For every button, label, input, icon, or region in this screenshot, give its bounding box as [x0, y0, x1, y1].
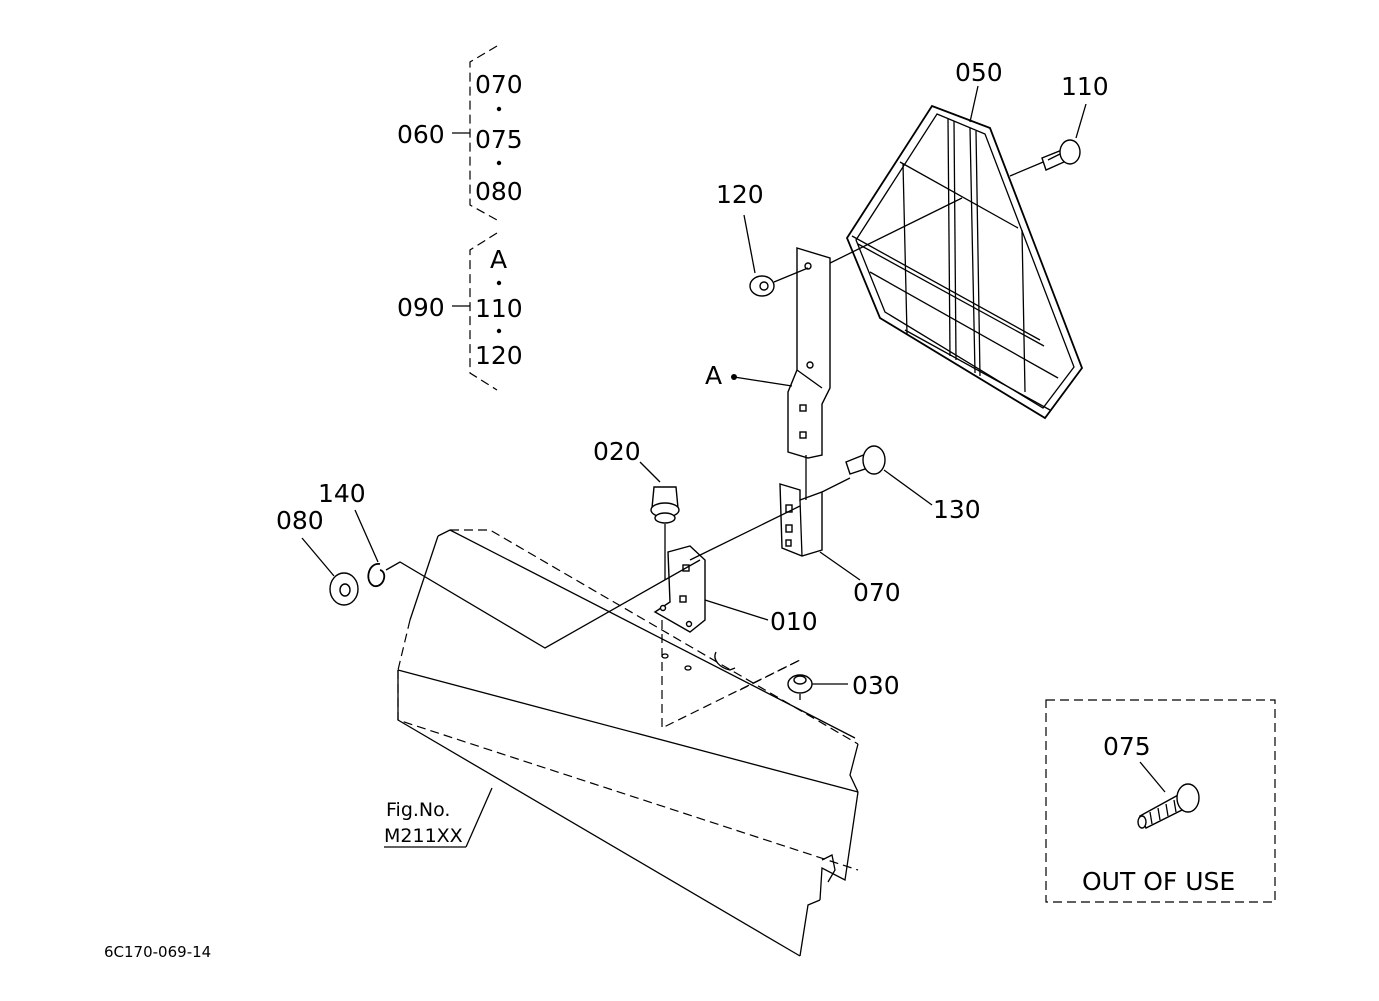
washer-080 — [301, 537, 359, 606]
callout-130: 130 — [933, 495, 981, 524]
callout-A: A — [705, 361, 722, 390]
callout-140: 140 — [318, 479, 366, 508]
separator-dot — [496, 328, 502, 334]
group-060-item-2: 075 — [475, 125, 523, 154]
bolt-020 — [639, 461, 680, 580]
group-090-item-2: 110 — [475, 294, 523, 323]
figure-reference: Fig.No. M211XX — [384, 787, 493, 848]
nut-030 — [787, 674, 848, 700]
separator-dot — [496, 106, 502, 112]
callout-050: 050 — [955, 58, 1003, 87]
separator-dot — [496, 280, 502, 286]
spring-washer-140 — [354, 509, 386, 587]
bolt-075 — [1137, 783, 1200, 829]
mounting-axis-line — [385, 559, 701, 649]
group-090-item-3: 120 — [475, 341, 523, 370]
guard-grille-050 — [819, 104, 1084, 420]
group-060: 060 070 075 080 — [397, 45, 523, 221]
group-060-item-1: 070 — [475, 70, 523, 99]
fig-no-label: Fig.No. — [386, 799, 450, 821]
group-060-label: 060 — [397, 120, 445, 149]
drawing-id: 6C170-069-14 — [104, 943, 211, 961]
callout-110: 110 — [1061, 72, 1109, 101]
fig-no-value: M211XX — [384, 825, 463, 847]
bolt-130 — [845, 445, 933, 506]
callout-120: 120 — [716, 180, 764, 209]
bracket-010 — [653, 505, 801, 633]
out-of-use-box: 075 OUT OF USE — [1045, 699, 1276, 903]
out-of-use-note: OUT OF USE — [1082, 867, 1235, 896]
nut-120 — [743, 214, 809, 297]
bolt-110 — [1041, 103, 1087, 171]
group-090: 090 A 110 120 — [397, 232, 523, 391]
separator-dot — [496, 160, 502, 166]
bracket-A — [787, 247, 831, 459]
group-090-label: 090 — [397, 293, 445, 322]
out-of-use-part-label: 075 — [1103, 732, 1151, 761]
callout-080: 080 — [276, 506, 324, 535]
hinge-070 — [779, 455, 861, 581]
group-060-item-3: 080 — [475, 177, 523, 206]
callout-030: 030 — [852, 671, 900, 700]
fender-panel — [397, 529, 859, 957]
callout-070: 070 — [853, 578, 901, 607]
group-090-item-1: A — [490, 245, 507, 274]
callout-020: 020 — [593, 437, 641, 466]
callout-010: 010 — [770, 607, 818, 636]
